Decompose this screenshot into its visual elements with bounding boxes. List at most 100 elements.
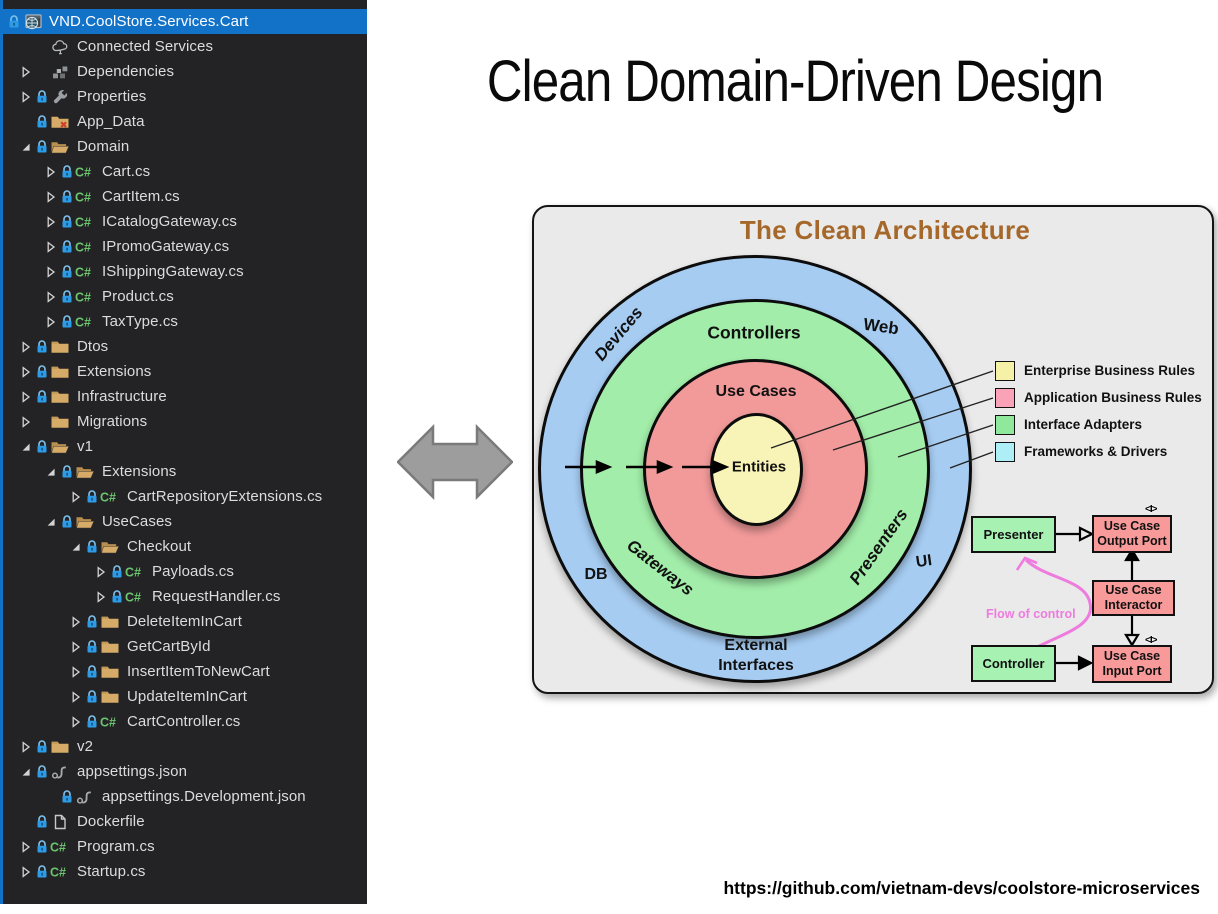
tree-indent [0,796,43,797]
tree-item[interactable]: v2 [0,734,367,759]
tree-item[interactable]: C# CartRepositoryExtensions.cs [0,484,367,509]
expander-icon[interactable] [18,339,34,355]
folder-icon [99,614,121,630]
lock-icon [84,539,99,555]
tree-item[interactable]: appsettings.Development.json [0,784,367,809]
interface-marker-icon: <I> [1145,635,1158,646]
expander-icon [18,814,34,830]
expander-icon[interactable] [18,364,34,380]
tree-indent [0,521,43,522]
tree-item[interactable]: UpdateItemInCart [0,684,367,709]
lock-icon [84,614,99,630]
expander-icon[interactable] [18,739,34,755]
expander-icon[interactable] [18,389,34,405]
lock-icon [6,14,21,30]
expander-icon[interactable] [68,664,84,680]
tree-item[interactable]: C# CartItem.cs [0,184,367,209]
expander-icon[interactable] [68,639,84,655]
tree-item[interactable]: DeleteItemInCart [0,609,367,634]
tree-indent [0,696,68,697]
expander-icon[interactable] [18,764,34,780]
expander-icon[interactable] [43,214,59,230]
tree-item[interactable]: C# IShippingGateway.cs [0,259,367,284]
folder-open-icon [74,514,96,530]
tree-item[interactable]: App_Data [0,109,367,134]
tree-item[interactable]: v1 [0,434,367,459]
tree-item[interactable]: Extensions [0,459,367,484]
expander-icon[interactable] [18,839,34,855]
expander-icon[interactable] [43,314,59,330]
expander-icon[interactable] [43,464,59,480]
tree-item[interactable]: C# Program.cs [0,834,367,859]
expander-icon[interactable] [18,864,34,880]
tree-item[interactable]: C# Cart.cs [0,159,367,184]
expander-icon[interactable] [43,164,59,180]
tree-item[interactable]: Properties [0,84,367,109]
tree-item[interactable]: UseCases [0,509,367,534]
svg-text:C#: C# [75,165,91,179]
tree-item[interactable]: C# ICatalogGateway.cs [0,209,367,234]
lock-icon [59,164,74,180]
lock-icon [34,814,49,830]
interface-marker-icon: <I> [1145,504,1158,515]
tree-item-label: appsettings.Development.json [102,788,306,805]
expander-icon[interactable] [18,89,34,105]
expander-icon[interactable] [18,439,34,455]
expander-icon[interactable] [93,589,109,605]
lock-icon [34,389,49,405]
json-file-icon [74,789,96,805]
github-link[interactable]: https://github.com/vietnam-devs/coolstor… [723,878,1200,898]
folder-icon [99,689,121,705]
tree-indent [0,646,68,647]
tree-item[interactable]: Extensions [0,359,367,384]
expander-icon[interactable] [43,514,59,530]
tree-item[interactable]: InsertItemToNewCart [0,659,367,684]
expander-icon[interactable] [68,489,84,505]
expander-icon[interactable] [68,539,84,555]
expander-icon[interactable] [18,64,34,80]
lock-icon [34,89,49,105]
expander-icon[interactable] [68,689,84,705]
expander-icon[interactable] [43,189,59,205]
tree-item[interactable]: C# Payloads.cs [0,559,367,584]
tree-item[interactable]: Infrastructure [0,384,367,409]
legend-item: Interface Adapters [995,414,1202,435]
tree-item-label: UseCases [102,513,172,530]
expander-icon[interactable] [43,289,59,305]
legend-swatch [995,360,1015,381]
tree-indent [0,546,68,547]
expander-icon[interactable] [93,564,109,580]
svg-text:C#: C# [75,240,91,254]
expander-icon[interactable] [68,714,84,730]
tree-item[interactable]: Dtos [0,334,367,359]
tree-item[interactable]: Migrations [0,409,367,434]
tree-item[interactable]: C# RequestHandler.cs [0,584,367,609]
lock-icon [59,214,74,230]
folder-icon [49,389,71,405]
tree-item[interactable]: C# TaxType.cs [0,309,367,334]
csharp-file-icon: C# [74,239,96,255]
tree-item[interactable]: C# Product.cs [0,284,367,309]
expander-icon[interactable] [18,414,34,430]
tree-item-label: Infrastructure [77,388,167,405]
tree-item[interactable]: Connected Services [0,34,367,59]
tree-item[interactable]: VND.CoolStore.Services.Cart [0,9,367,34]
svg-text:C#: C# [75,190,91,204]
tree-item[interactable]: C# CartController.cs [0,709,367,734]
folder-icon [99,639,121,655]
expander-icon[interactable] [18,139,34,155]
expander-icon[interactable] [43,264,59,280]
tree-item[interactable]: appsettings.json [0,759,367,784]
tree-item[interactable]: Dockerfile [0,809,367,834]
expander-icon[interactable] [43,239,59,255]
controller-box: Controller [971,645,1056,682]
expander-icon[interactable] [68,614,84,630]
tree-item[interactable]: C# IPromoGateway.cs [0,234,367,259]
tree-item[interactable]: GetCartById [0,634,367,659]
tree-item[interactable]: Domain [0,134,367,159]
tree-item[interactable]: Checkout [0,534,367,559]
csharp-file-icon: C# [74,289,96,305]
folder-open-icon [74,464,96,480]
tree-item[interactable]: Dependencies [0,59,367,84]
tree-item[interactable]: C# Startup.cs [0,859,367,884]
